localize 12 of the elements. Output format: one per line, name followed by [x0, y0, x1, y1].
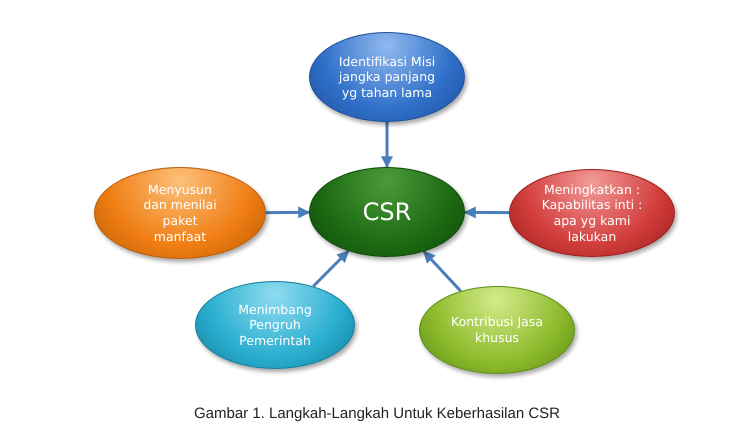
arrow — [312, 250, 350, 288]
node-text: CSR — [362, 197, 412, 227]
arrow — [381, 122, 393, 168]
arrow — [422, 250, 462, 292]
node-text: Kontribusi Jasa khusus — [450, 314, 544, 346]
node-text: Identifikasi Misi jangka panjang yg tahan lama — [338, 54, 436, 100]
node-text: Menyusun dan menilai paket manfaat — [142, 182, 218, 244]
node-text: Menimbang Pengruh Pemerintah — [237, 302, 313, 348]
node-text: Meningkatkan : Kapabilitas inti : apa yg kami lakukan — [540, 182, 644, 244]
caption: Gambar 1. Langkah-Langkah Untuk Keberhasilan CSR — [192, 405, 562, 422]
arrow — [266, 206, 310, 218]
arrow — [464, 206, 510, 218]
